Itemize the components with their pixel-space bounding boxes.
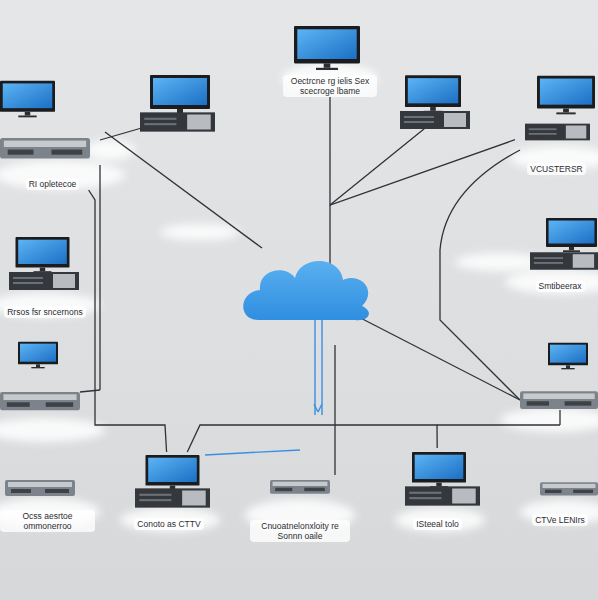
desktop-unit-icon [140, 112, 215, 131]
computer-node: CTVe LENIrs [522, 470, 598, 526]
computer-node: Smtibeerax [522, 215, 598, 292]
computer-node: RI opletecoe [0, 78, 105, 190]
computer-monitor [146, 455, 200, 491]
caption-group: Smtibeerax [522, 280, 598, 292]
mist [120, 508, 220, 532]
desktop-unit-icon [530, 252, 598, 269]
node-caption: RI opletecoe [26, 178, 80, 190]
computer-monitor [548, 343, 588, 370]
caption-group: Conoto as CTTV [125, 518, 213, 530]
network-link [187, 425, 437, 452]
computer-monitor [18, 342, 58, 369]
wire [334, 345, 335, 475]
device-icon [270, 480, 330, 494]
device-icon [520, 391, 598, 409]
node-caption: Rrsos fsr sncernons [4, 306, 86, 318]
mist [505, 270, 598, 294]
node-caption: Oectrcne rg ielis Sex scecroge lbame [283, 75, 377, 97]
caption-group: Oectrcne rg ielis Sex scecroge lbame [283, 75, 377, 97]
computer-node: Cnuoatnelonxloity re Sonnn oaile [250, 470, 350, 542]
wire [330, 116, 440, 205]
mist [395, 508, 485, 532]
node-caption: Ocss aesrtoe ommonerroo [0, 510, 95, 532]
caption-group: Cnuoatnelonxloity re Sonnn oaile [250, 520, 350, 542]
mist [0, 418, 105, 442]
wire [559, 410, 560, 425]
blue-wire [314, 318, 315, 415]
computer-node: Rrsos fsr sncernons [0, 233, 90, 318]
desktop-unit-icon [525, 124, 590, 141]
node-caption: ISteeal tolo [413, 518, 462, 530]
computer-monitor [0, 81, 55, 118]
computer-monitor [294, 26, 360, 70]
wire [345, 310, 520, 400]
arrow-head [314, 404, 322, 412]
mist [160, 224, 240, 240]
caption-group: Rrsos fsr sncernons [0, 306, 90, 318]
desktop-unit-icon [400, 111, 470, 129]
mist [0, 293, 100, 317]
computer-monitor [412, 452, 466, 488]
wire-group [80, 116, 560, 475]
caption-group: VCUSTERSR [515, 163, 598, 175]
caption-group: Ocss aesrtoe ommonerroo [0, 510, 95, 532]
computer-node: VCUSTERSR [515, 75, 598, 175]
node-caption: CTVe LENIrs [532, 514, 588, 526]
caption-group: RI opletecoe [0, 178, 105, 190]
node-caption: Smtibeerax [536, 280, 585, 292]
blue-wire [321, 318, 322, 415]
mist-group [0, 64, 598, 532]
node-caption: VCUSTERSR [527, 163, 585, 175]
device-icon [0, 392, 80, 410]
computer-node: Ocss aesrtoe ommonerroo [0, 470, 95, 532]
desktop-unit-icon [9, 272, 79, 290]
caption-group: ISteeal tolo [393, 518, 482, 530]
node-caption: Conoto as CTTV [134, 518, 203, 530]
wire [440, 150, 520, 400]
mist [500, 408, 598, 432]
network-link [330, 97, 515, 205]
desktop-unit-icon [405, 486, 480, 505]
computer-node: Oectrcne rg ielis Sex scecroge lbame [283, 25, 377, 97]
device-icon [5, 480, 75, 496]
computer-monitor [546, 218, 597, 252]
network-link [89, 190, 167, 452]
blue-wire [205, 450, 300, 455]
computer-node: Conoto as CTTV [125, 452, 213, 530]
computer-monitor [405, 75, 461, 112]
mist [0, 161, 125, 189]
node-caption: Cnuoatnelonxloity re Sonnn oaile [250, 520, 350, 542]
wire [437, 424, 560, 425]
computer-node: ISteeal tolo [393, 448, 482, 530]
blue-wire-group [205, 318, 322, 455]
computer-monitor [150, 75, 210, 115]
wire [80, 390, 100, 392]
wire [329, 205, 330, 268]
cloud-symbol [243, 261, 369, 320]
device-icon [540, 482, 598, 495]
computer-monitor [537, 76, 595, 115]
mist [85, 140, 135, 160]
computer-monitor [16, 237, 70, 273]
wire [99, 165, 100, 390]
caption-group: CTVe LENIrs [522, 514, 598, 526]
device-icon [0, 138, 90, 159]
desktop-unit-icon [135, 488, 210, 507]
wire [105, 132, 262, 248]
